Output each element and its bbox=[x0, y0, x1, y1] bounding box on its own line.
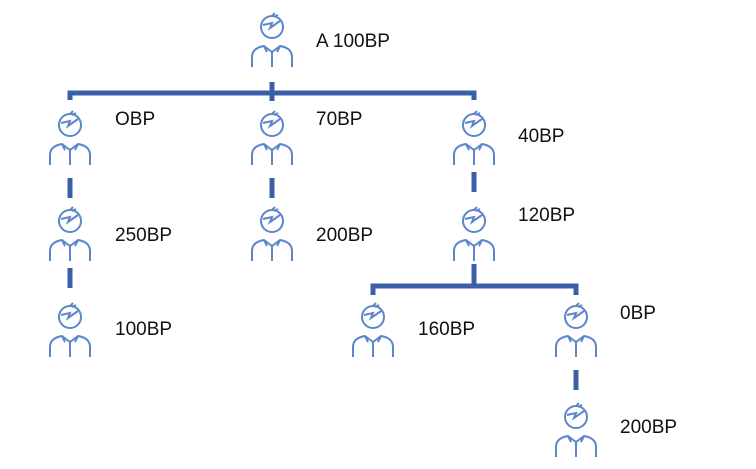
person-icon bbox=[250, 12, 294, 68]
node-label: 0BP bbox=[620, 303, 656, 324]
node-label: OBP bbox=[115, 109, 156, 130]
node-label: 250BP bbox=[115, 225, 173, 246]
connector-split bbox=[370, 275, 579, 295]
person-icon bbox=[48, 206, 92, 262]
node-label: 160BP bbox=[418, 319, 476, 340]
person-icon bbox=[452, 206, 496, 262]
person-icon bbox=[554, 302, 598, 358]
node-label: 100BP bbox=[115, 319, 173, 340]
node-label: 200BP bbox=[620, 417, 678, 438]
connector-root bbox=[67, 82, 477, 101]
person-icon bbox=[452, 110, 496, 166]
node-label: 40BP bbox=[518, 126, 565, 147]
person-icon bbox=[48, 302, 92, 358]
person-icon bbox=[48, 110, 92, 166]
person-icon bbox=[351, 302, 395, 358]
node-label: 120BP bbox=[518, 205, 576, 226]
node-label: 70BP bbox=[316, 109, 363, 130]
node-label: 200BP bbox=[316, 225, 374, 246]
node-label-root: A 100BP bbox=[316, 31, 390, 52]
person-icon bbox=[250, 206, 294, 262]
person-icon bbox=[250, 110, 294, 166]
person-icon bbox=[554, 402, 598, 458]
